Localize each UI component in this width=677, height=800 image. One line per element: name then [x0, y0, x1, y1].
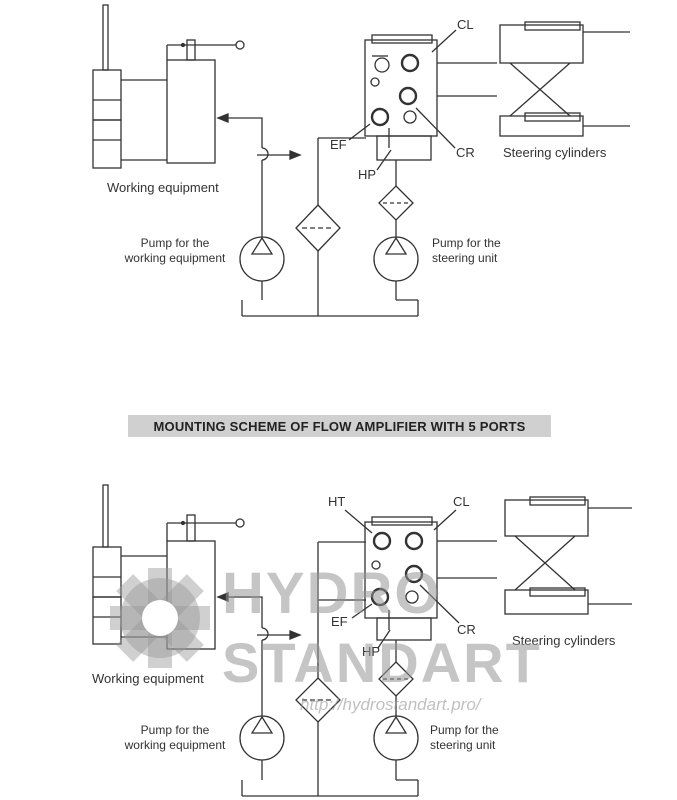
label-steering-cylinders-bottom: Steering cylinders — [512, 633, 616, 648]
pump-working-line2-bottom: working equipment — [124, 738, 226, 752]
flow-amplifier-bottom — [364, 516, 438, 641]
section-banner: MOUNTING SCHEME OF FLOW AMPLIFIER WITH 5… — [128, 415, 551, 437]
label-ht-bottom: HT — [328, 494, 346, 509]
watermark-line2: STANDART — [222, 631, 542, 694]
label-ef-bottom: EF — [331, 614, 348, 629]
label-ef-top: EF — [330, 137, 347, 152]
label-cl-top: CL — [457, 17, 474, 32]
label-working-equipment-top: Working equipment — [107, 180, 219, 195]
label-cr-top: CR — [456, 145, 475, 160]
flow-amplifier-top — [364, 34, 438, 161]
label-working-equipment-bottom: Working equipment — [92, 671, 204, 686]
working-equipment-top — [92, 4, 245, 169]
label-hp-top: HP — [358, 167, 377, 182]
pump-steering-line2-bottom: steering unit — [430, 738, 496, 752]
steering-cylinders-bottom — [504, 496, 632, 615]
label-pump-working-bottom: Pump for the working equipment — [120, 723, 230, 753]
label-cr-bottom: CR — [457, 622, 476, 637]
label-pump-working-top: Pump for the working equipment — [120, 236, 230, 266]
pump-working-line1-bottom: Pump for the — [140, 723, 210, 737]
label-steering-cylinders-top: Steering cylinders — [503, 145, 607, 160]
pump-working-line1-top: Pump for the — [140, 236, 210, 250]
label-hp-bottom: HP — [362, 644, 381, 659]
label-pump-steering-top: Pump for the steering unit — [432, 236, 501, 266]
pump-steering-line1-bottom: Pump for the — [430, 723, 499, 737]
label-cl-bottom: CL — [453, 494, 470, 509]
pump-steering-line1-top: Pump for the — [432, 236, 501, 250]
working-equipment-bottom — [92, 484, 245, 650]
watermark-line1: HYDRO — [222, 561, 442, 626]
watermark-url: http://hydrostandart.pro/ — [300, 695, 481, 714]
pump-steering-line2-top: steering unit — [432, 251, 498, 265]
pump-working-line2-top: working equipment — [124, 251, 226, 265]
steering-cylinders-top — [499, 21, 630, 137]
label-pump-steering-bottom: Pump for the steering unit — [430, 723, 499, 753]
